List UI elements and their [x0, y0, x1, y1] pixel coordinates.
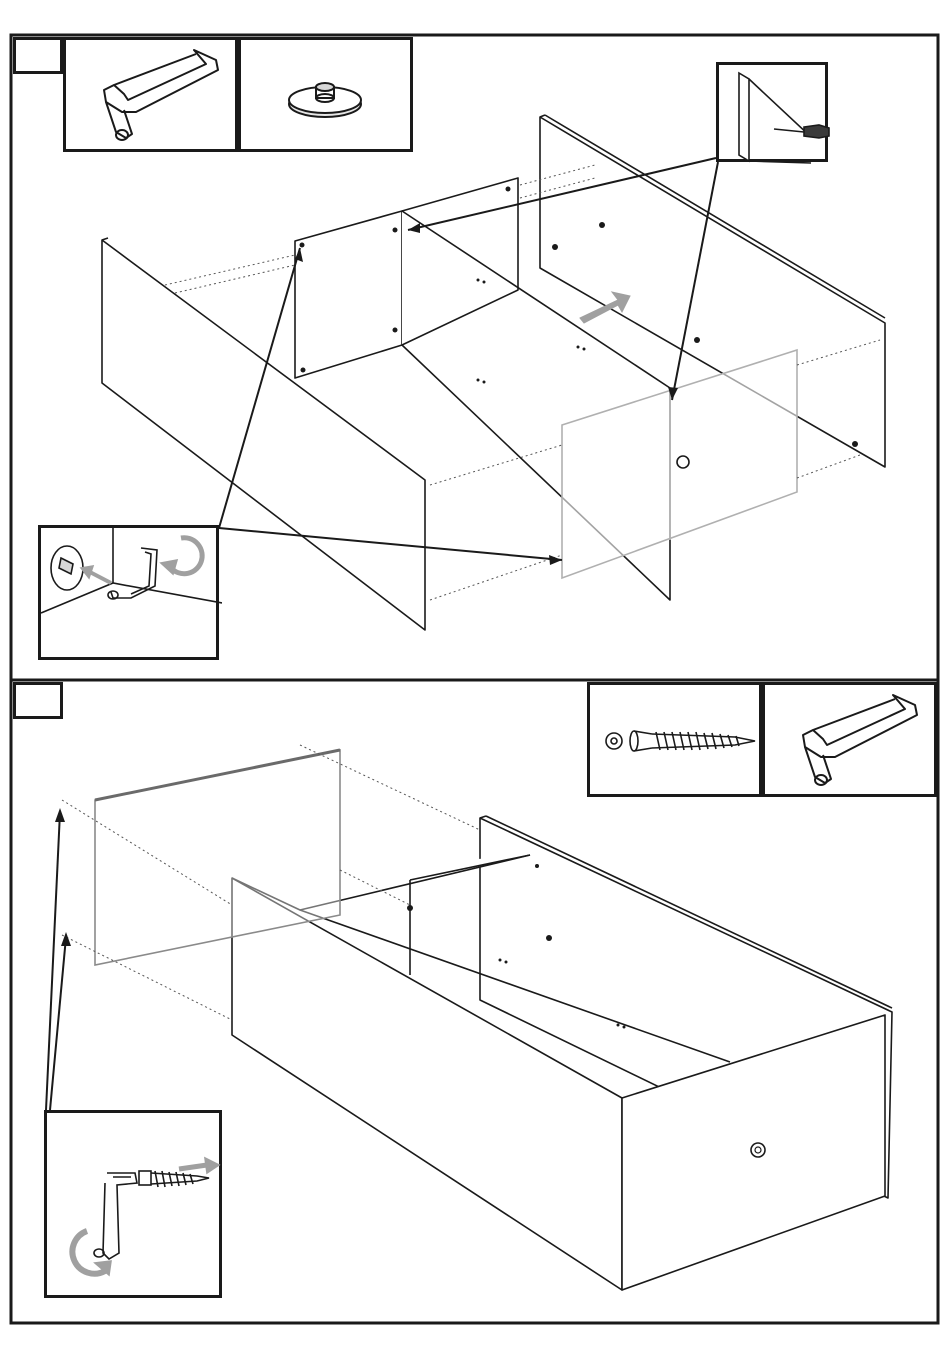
allen-key-icon — [765, 685, 940, 800]
screw-tighten-icon — [47, 1113, 225, 1301]
part-box-screw — [587, 682, 762, 797]
confirmat-screw-icon — [590, 685, 765, 800]
step-number-box-2 — [13, 682, 63, 719]
part-box-allen-key-2 — [762, 682, 937, 797]
step-1-drawing — [0, 0, 950, 680]
detail-screw-tighten-box — [44, 1110, 222, 1298]
